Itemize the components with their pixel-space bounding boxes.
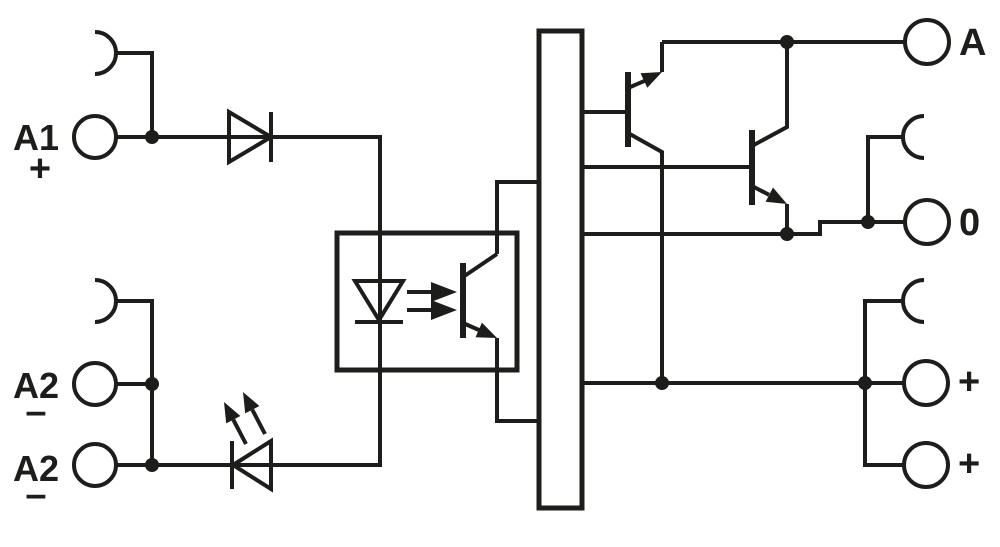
wire-zero-step [787, 220, 905, 236]
led-triangle [229, 437, 273, 493]
terminal-label-a: A [959, 22, 986, 64]
opto-phototransistor-emitter-shaft [462, 321, 481, 333]
junction-dot [780, 227, 794, 241]
diode-triangle [227, 108, 275, 166]
terminal-circle-a [903, 18, 951, 66]
terminal-label-plus-upper: + [958, 361, 980, 403]
junction-dot [145, 458, 159, 472]
terminal-label-a2-lower: A2 [13, 448, 59, 489]
terminal-labels: A1 + A2 – A2 – A 0 + + [13, 22, 986, 516]
terminal-polarity-a2-lower: – [25, 474, 46, 516]
socket-contact-arc-plus [901, 278, 925, 324]
socket-contact-arc-mid-left [94, 278, 118, 324]
wire-plus-socket-branch [863, 299, 903, 383]
transistor1-collector-lead [627, 131, 664, 383]
isolation-barrier [536, 28, 585, 511]
socket-contact-arc-top-left [94, 30, 118, 76]
junction-dots [145, 35, 875, 472]
junction-dot [145, 377, 159, 391]
junction-dot [780, 35, 794, 49]
series-diode [227, 108, 275, 166]
optocoupler [334, 230, 520, 373]
opto-led-triangle [351, 279, 407, 324]
wire-opto-emitter-to-barrier [495, 338, 539, 423]
opto-phototransistor-emitter-arrow [475, 322, 497, 338]
led-emission-arrow-head [243, 392, 260, 414]
junction-dot [858, 376, 872, 390]
led-emission-arrow-head [224, 402, 241, 424]
terminal-label-a1: A1 [13, 117, 59, 158]
terminal-circle-a2-lower [72, 442, 118, 488]
socket-contact-arc-zero [901, 114, 925, 160]
junction-dot [145, 130, 159, 144]
terminal-circle-plus-upper [902, 359, 950, 407]
transistor2-emitter-shaft [751, 184, 770, 197]
led-emission-arrow-shaft [250, 408, 267, 435]
opto-light-arrow-head [431, 300, 457, 320]
output-transistor-1 [625, 42, 664, 383]
wire-mid-left-socket-branch [116, 299, 154, 465]
terminal-polarity-a1: + [29, 148, 51, 190]
transistor1-emitter-shaft [627, 78, 646, 90]
wire-opto-collector-to-barrier [495, 180, 539, 254]
socket-contacts [94, 30, 925, 324]
terminal-circle-plus-lower [902, 441, 950, 489]
wire-plus-lower-branch [863, 383, 904, 467]
terminal-polarity-a2-upper: – [25, 391, 46, 433]
transistor2-collector-lead [751, 42, 789, 148]
transistor2-emitter-arrow [765, 187, 787, 204]
junction-dot [655, 376, 669, 390]
wire-zero-socket-branch [866, 135, 903, 222]
terminal-label-zero: 0 [959, 202, 980, 244]
terminal-circle-a2-upper [72, 361, 118, 407]
wire-a1-input-loop [116, 135, 382, 467]
led-emission-arrow-shaft [231, 418, 248, 445]
junction-dot [861, 215, 875, 229]
indicator-led [224, 392, 273, 493]
terminal-circle-a1 [72, 114, 118, 160]
terminal-circles [72, 18, 951, 489]
output-transistor-2 [749, 42, 789, 234]
wire-top-left-socket-branch [116, 51, 154, 137]
terminal-label-a2-upper: A2 [13, 365, 59, 406]
terminal-circle-zero [903, 198, 951, 246]
opto-phototransistor-collector [461, 252, 499, 279]
opto-light-arrow-head [431, 282, 457, 302]
optocoupler-box [334, 230, 520, 373]
terminal-label-plus-lower: + [958, 443, 980, 485]
transistor1-emitter-arrow [640, 72, 662, 88]
